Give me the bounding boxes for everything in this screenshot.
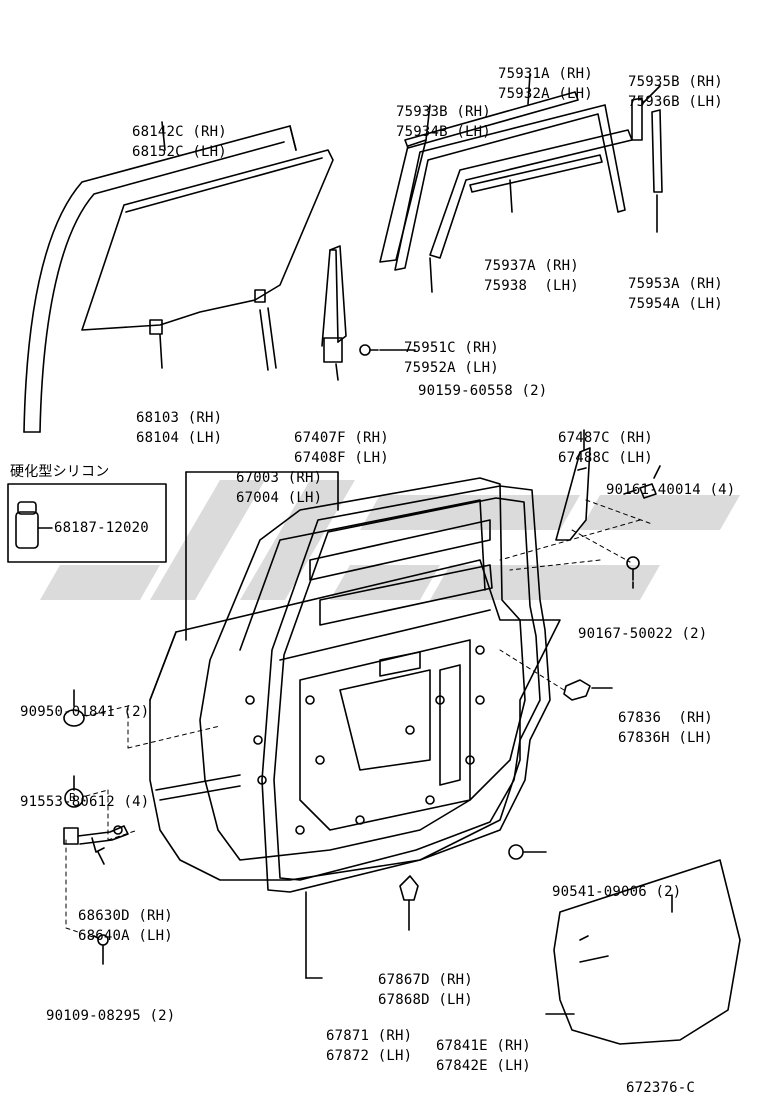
plug-90950[interactable]: [63, 709, 85, 727]
callout-75937[interactable]: 75937A (RH)75938 (LH): [484, 258, 579, 294]
rear-window-bracket[interactable]: [555, 429, 591, 541]
clip-90541[interactable]: [508, 844, 524, 860]
callout-75951[interactable]: 75951C (RH)75952A (LH): [404, 340, 499, 376]
callout-91553[interactable]: 91553-80612 (4): [20, 794, 150, 810]
service-hole-cover[interactable]: [553, 859, 741, 1045]
door-lock-assembly[interactable]: [63, 825, 129, 853]
marker-b-circle: [64, 788, 84, 808]
leader-67407: [335, 363, 339, 381]
division-bar[interactable]: [321, 245, 347, 363]
leader-68142: [161, 121, 166, 151]
callout-75931[interactable]: 75931A (RH)75932A (LH): [498, 66, 593, 102]
callout-75953[interactable]: 75953A (RH)75954A (LH): [628, 276, 723, 312]
silicone-title: 硬化型シリコン: [10, 464, 110, 480]
callout-75935[interactable]: 75935B (RH)75936B (LH): [628, 74, 723, 110]
callout-90541[interactable]: 90541-09006 (2): [552, 884, 682, 900]
silicone-box-frame: [7, 483, 167, 563]
callout-90109[interactable]: 90109-08295 (2): [46, 1008, 176, 1024]
callout-67871[interactable]: 67871 (RH)67872 (LH): [326, 1028, 413, 1064]
door-panel-outer[interactable]: [149, 559, 561, 881]
diagram-id: 672376-C: [626, 1080, 696, 1096]
bolt-90161[interactable]: [623, 483, 657, 499]
callout-67867[interactable]: 67867D (RH)67868D (LH): [378, 972, 473, 1008]
grommet-67836[interactable]: [563, 679, 591, 701]
marker-b-label: B: [69, 791, 76, 804]
leader-67871: [305, 891, 323, 979]
belt-moulding-outer[interactable]: [404, 73, 579, 149]
silicone-part-number[interactable]: 68187-12020: [54, 520, 149, 536]
dash-leader-67836: [499, 649, 565, 691]
callout-90167[interactable]: 90167-50022 (2): [578, 626, 708, 642]
callout-90159[interactable]: 90159-60558 (2): [418, 383, 548, 399]
callout-67841[interactable]: 67841E (RH)67842E (LH): [436, 1038, 531, 1074]
glass-run-channel[interactable]: [23, 125, 297, 433]
callout-67836[interactable]: 67836 (RH)67836H (LH): [618, 710, 713, 746]
callout-90161[interactable]: 90161-40014 (4): [606, 482, 736, 498]
callout-67407[interactable]: 67407F (RH)67408F (LH): [294, 430, 389, 466]
bolt-90109[interactable]: [93, 934, 109, 946]
screw-90159[interactable]: [359, 344, 379, 356]
screw-90167[interactable]: [626, 556, 640, 581]
window-frame-moulding[interactable]: [379, 104, 431, 263]
door-panel-inner[interactable]: [199, 477, 526, 861]
door-weatherstrip[interactable]: [261, 485, 551, 893]
door-glass[interactable]: [81, 149, 334, 335]
weatherstrip-clip[interactable]: [399, 875, 419, 931]
silicone-bottle-icon: [15, 501, 39, 549]
callout-68630[interactable]: 68630D (RH)68640A (LH): [78, 908, 173, 944]
leader-68103: [159, 334, 163, 369]
callout-67003[interactable]: 67003 (RH)67004 (LH): [236, 470, 323, 506]
leader-68630: [97, 851, 105, 865]
rear-lower-channel[interactable]: [259, 307, 277, 371]
leader-90161: [653, 465, 661, 479]
callout-68142[interactable]: 68142C (RH)68152C (LH): [132, 124, 227, 160]
callout-67487[interactable]: 67487C (RH)67488C (LH): [558, 430, 653, 466]
callout-90950[interactable]: 90950-01841 (2): [20, 704, 150, 720]
callout-75933[interactable]: 75933B (RH)75934B (LH): [396, 104, 491, 140]
frame-garnish-rear[interactable]: [631, 85, 663, 233]
dash-leaders-bracket: [499, 499, 653, 571]
callout-68103[interactable]: 68103 (RH)68104 (LH): [136, 410, 223, 446]
